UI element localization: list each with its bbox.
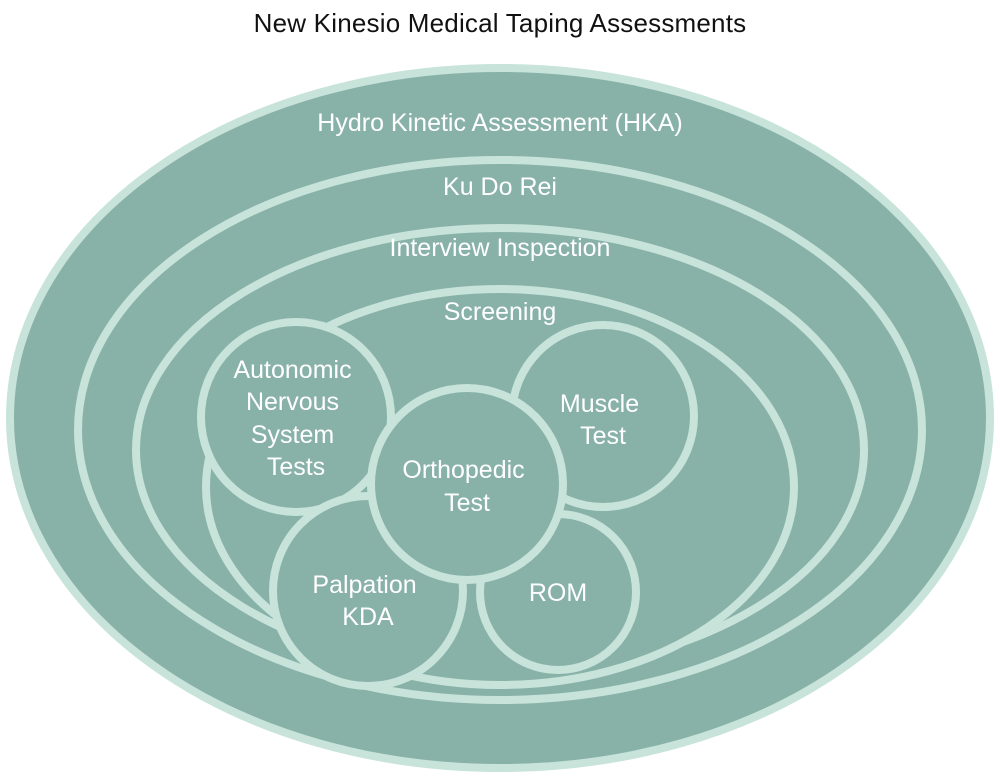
autonomic-label-line: System — [251, 421, 334, 449]
orthopedic-label-line: Orthopedic — [402, 456, 524, 484]
hka-label: Hydro Kinetic Assessment (HKA) — [317, 109, 682, 137]
autonomic-nervous-system-tests-circle — [197, 318, 395, 516]
orthopedic-test-label: Orthopedic Test — [402, 456, 531, 517]
muscle-label-line: Muscle — [560, 390, 639, 418]
autonomic-label-line: Autonomic — [233, 356, 351, 384]
ku-do-rei-label: Ku Do Rei — [443, 173, 557, 201]
autonomic-nervous-system-tests-label: Autonomic Nervous System Tests — [233, 356, 358, 481]
autonomic-label-line: Nervous — [246, 388, 339, 416]
muscle-label-line: Test — [580, 422, 626, 450]
muscle-test-label: Muscle Test — [560, 390, 646, 450]
screening-label: Screening — [444, 298, 557, 326]
palpation-label-line: KDA — [342, 603, 394, 631]
orthopedic-test-circle — [367, 384, 567, 584]
rom-label: ROM — [529, 579, 587, 607]
diagram-title: New Kinesio Medical Taping Assessments — [253, 8, 747, 38]
palpation-kda-label: Palpation KDA — [312, 571, 423, 631]
interview-inspection-label: Interview Inspection — [390, 234, 611, 262]
orthopedic-label-line: Test — [444, 489, 490, 517]
autonomic-label-line: Tests — [267, 453, 325, 481]
palpation-label-line: Palpation — [312, 571, 416, 599]
